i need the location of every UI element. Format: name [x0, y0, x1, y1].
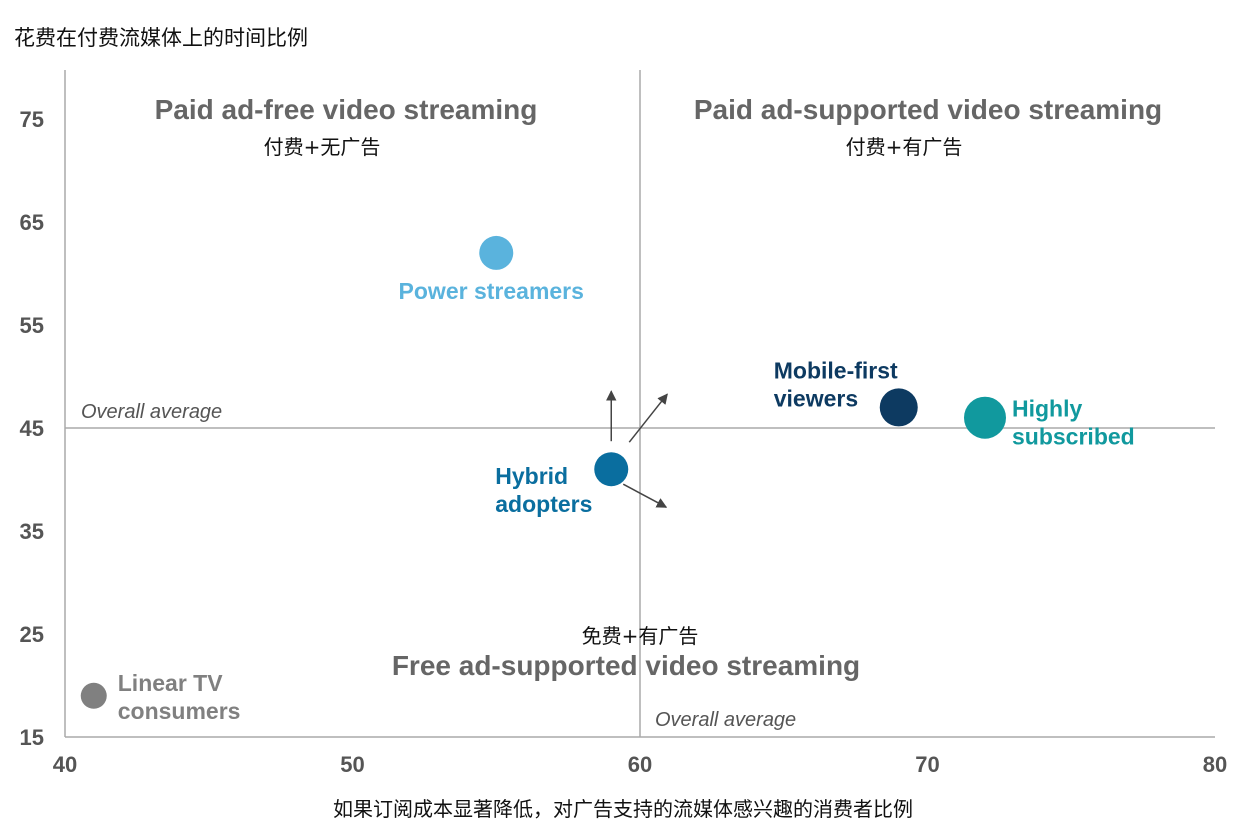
- point-label-line: viewers: [774, 385, 858, 411]
- quadrant-subtitle: 付费+有广告: [846, 135, 963, 159]
- point-hybrid-adopters: [594, 452, 629, 487]
- point-power-streamers: [479, 235, 514, 270]
- x-tick-label: 50: [340, 752, 364, 777]
- point-label-line: Power streamers: [399, 278, 584, 304]
- y-tick-label: 45: [20, 416, 44, 441]
- x-tick-label: 60: [628, 752, 652, 777]
- x-tick-label: 80: [1203, 752, 1227, 777]
- point-label-line: Highly: [1012, 396, 1082, 422]
- y-tick-label: 75: [20, 107, 44, 132]
- arrow-down-right: [622, 483, 668, 508]
- point-label-line: consumers: [118, 698, 241, 724]
- point-label-line: adopters: [495, 491, 592, 517]
- point-linear-tv-consumers: [80, 682, 107, 709]
- y-tick-label: 25: [20, 622, 44, 647]
- point-label-line: Mobile-first: [774, 357, 898, 383]
- quadrant-title: Paid ad-supported video streaming: [694, 94, 1162, 125]
- quadrant-subtitle: 付费+无广告: [264, 135, 381, 159]
- vertical-average-label: Overall average: [655, 709, 796, 731]
- x-axis-title: 如果订阅成本显著降低，对广告支持的流媒体感兴趣的消费者比例: [333, 797, 913, 821]
- y-tick-label: 55: [20, 313, 44, 338]
- point-highly-subscribed: [964, 396, 1006, 439]
- y-axis-title: 花费在付费流媒体上的时间比例: [14, 26, 308, 50]
- point-label-line: Hybrid: [495, 463, 568, 489]
- y-tick-label: 65: [20, 210, 44, 235]
- y-tick-label: 15: [20, 725, 44, 750]
- x-tick-label: 40: [53, 752, 77, 777]
- point-mobile-first-viewers: [879, 388, 918, 427]
- point-label-line: Linear TV: [118, 670, 223, 696]
- point-label-power-streamers: Power streamers: [399, 278, 584, 304]
- quadrant-title: Paid ad-free video streaming: [155, 94, 538, 125]
- y-tick-label: 35: [20, 519, 44, 544]
- x-tick-label: 70: [915, 752, 939, 777]
- quadrant-subtitle: 免费+有广告: [582, 624, 699, 648]
- horizontal-average-label: Overall average: [81, 401, 222, 423]
- quadrant-title: Free ad-supported video streaming: [392, 650, 860, 681]
- arrow-up-right: [628, 393, 668, 443]
- point-label-line: subscribed: [1012, 424, 1135, 450]
